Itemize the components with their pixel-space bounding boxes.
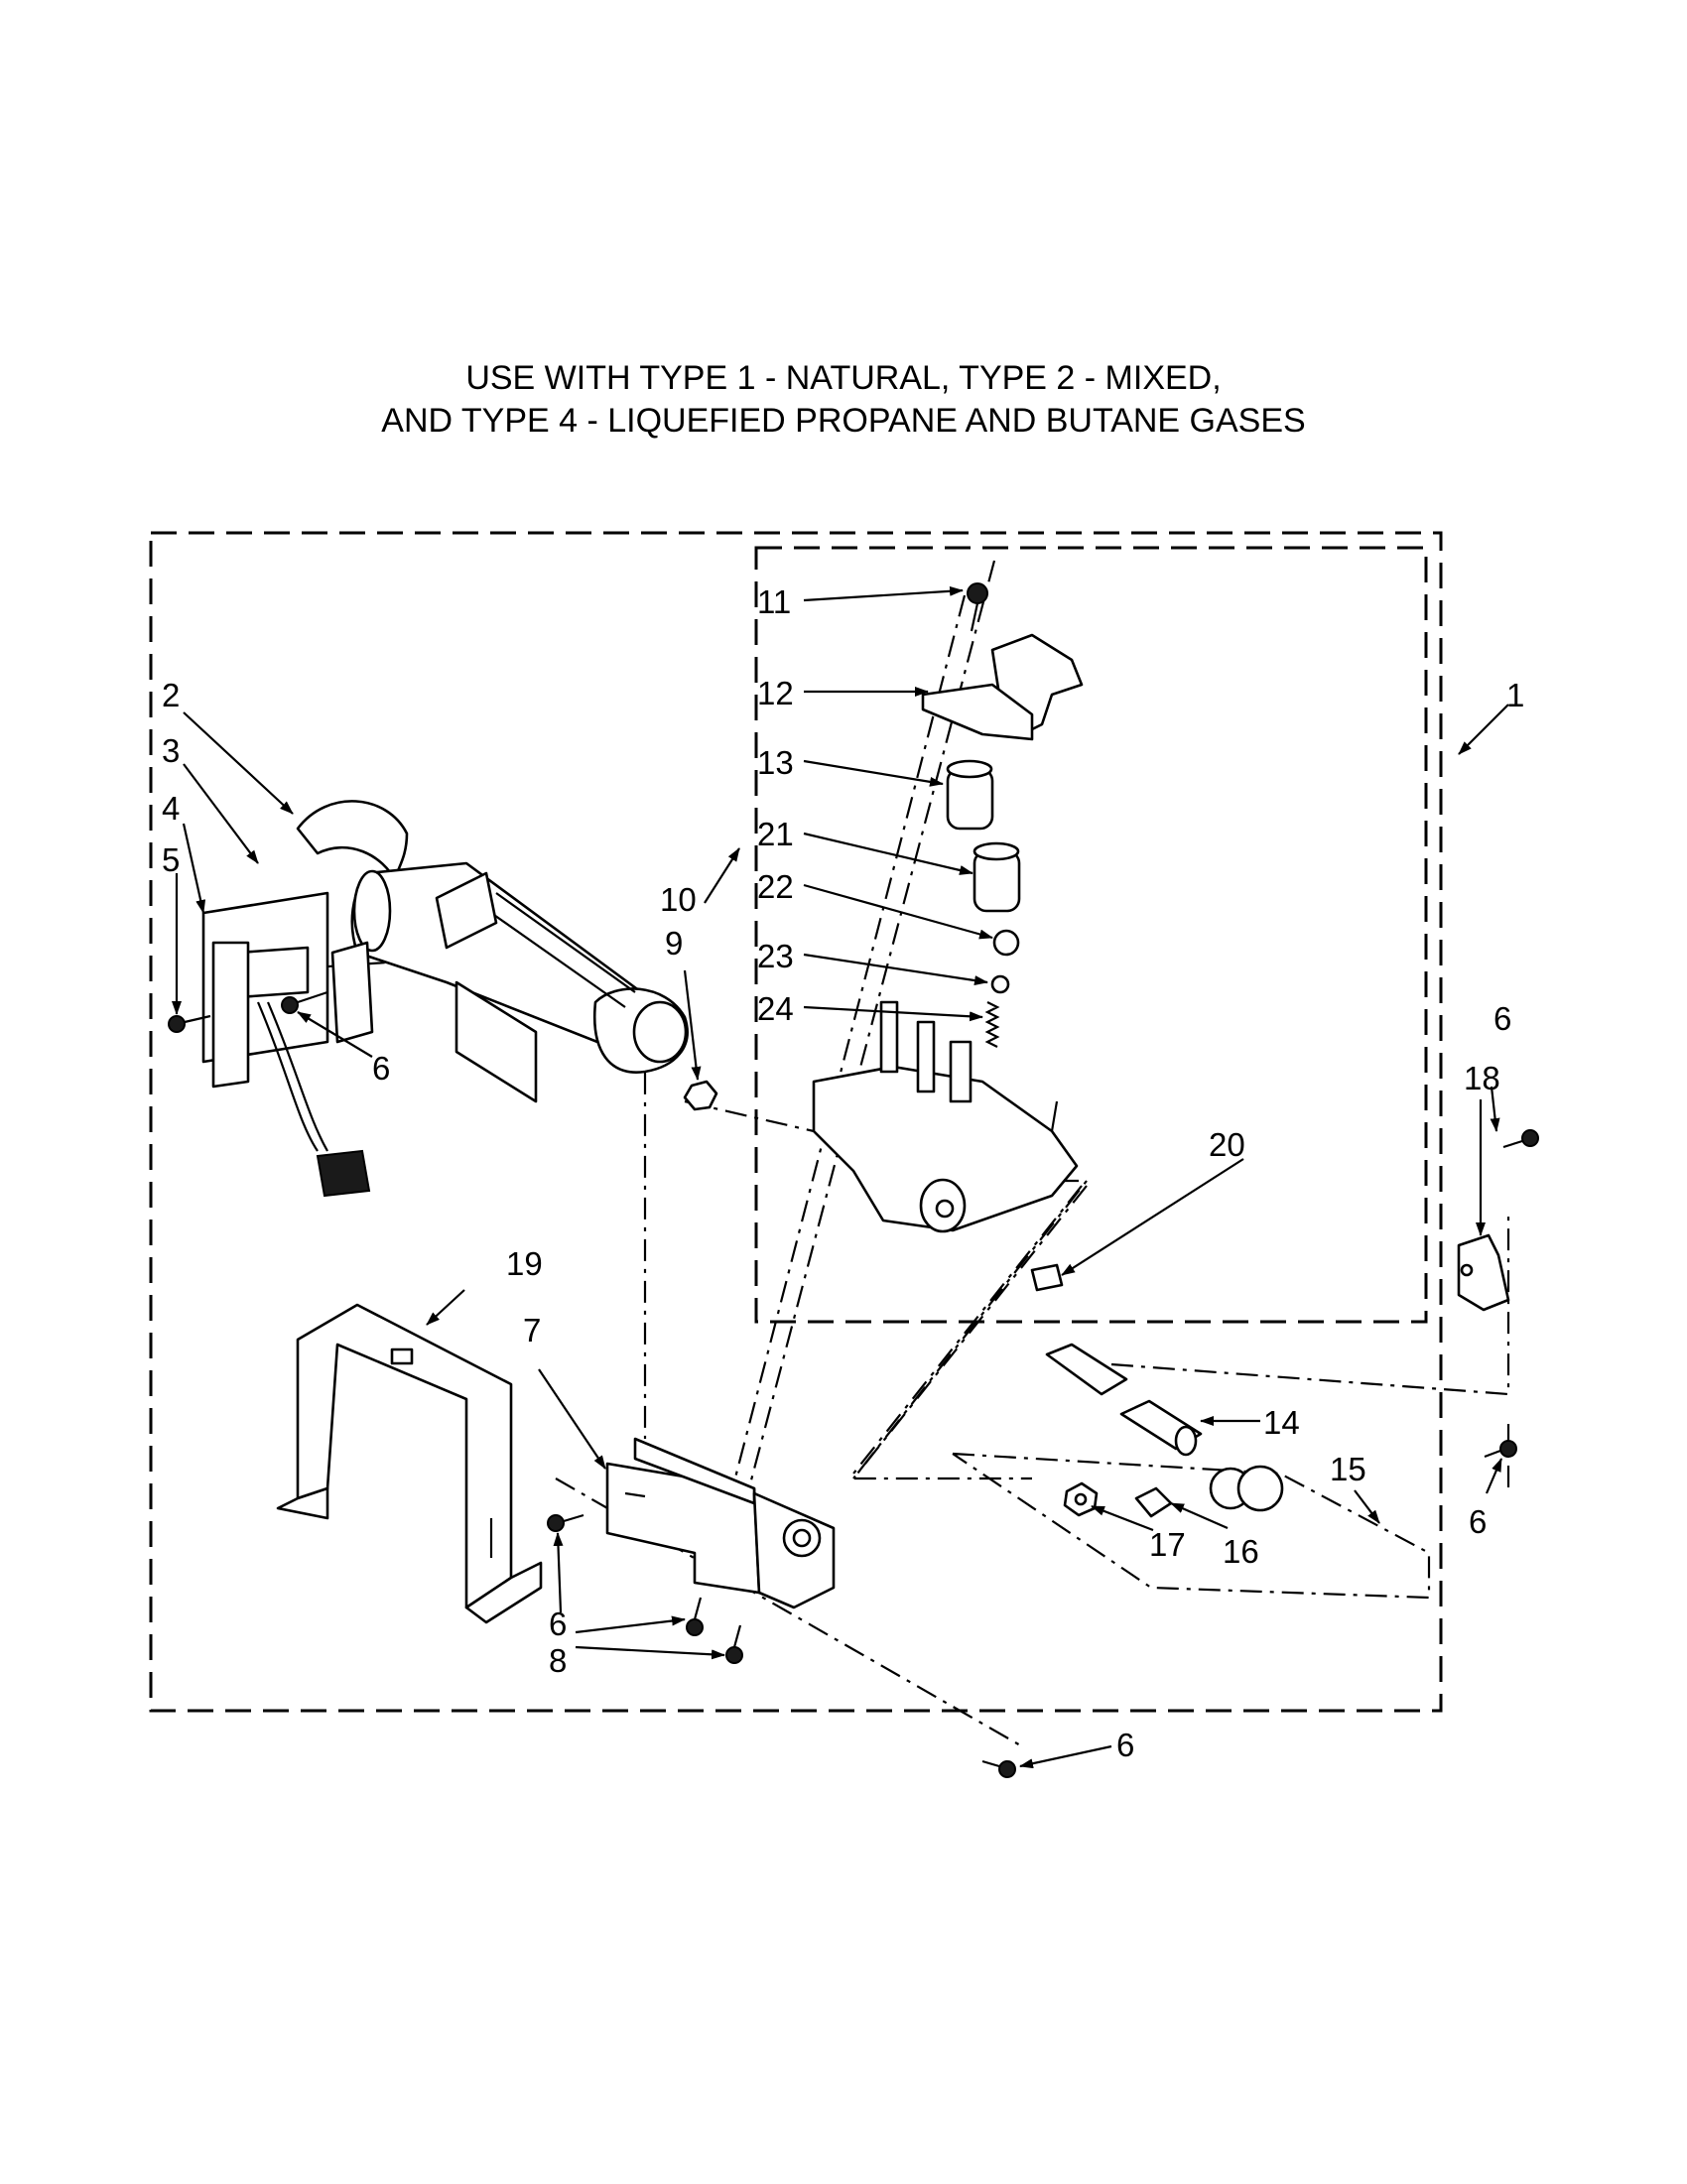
callout-12: 12 <box>757 675 794 711</box>
valve-support-part-7 <box>605 1437 836 1609</box>
callout-13: 13 <box>757 744 794 781</box>
burner-tube <box>296 800 689 1103</box>
callout-9: 9 <box>665 925 683 962</box>
callout-6-bottom: 6 <box>1116 1727 1134 1763</box>
callout-11: 11 <box>757 583 791 620</box>
pipe-nipple-part-14 <box>1045 1343 1203 1457</box>
diagram-title-line-1: USE WITH TYPE 1 - NATURAL, TYPE 2 - MIXE… <box>465 359 1222 397</box>
fitting-part-16 <box>1134 1486 1173 1518</box>
callout-21: 21 <box>757 816 794 852</box>
screw-part-11 <box>967 582 988 632</box>
assembly-outer-boundary <box>149 531 1443 1713</box>
pipe-elbow-part-15 <box>1209 1465 1284 1512</box>
valve-subassembly-boundary <box>754 546 1428 1324</box>
diagram-title-line-2: AND TYPE 4 - LIQUEFIED PROPANE AND BUTAN… <box>381 402 1306 440</box>
nut-part-17 <box>1063 1481 1099 1517</box>
callout-4: 4 <box>162 790 180 827</box>
callout-5: 5 <box>162 841 180 878</box>
callout-24: 24 <box>757 990 794 1027</box>
sensor-part-20 <box>1030 1263 1064 1292</box>
mounting-bracket-part-19 <box>276 1303 543 1624</box>
pipe-clip-part-18 <box>1457 1233 1510 1312</box>
plunger-part-23 <box>990 974 1010 994</box>
callout-16: 16 <box>1223 1533 1259 1570</box>
valve-coil-part-21 <box>973 841 1021 913</box>
callout-6-right-bottom: 6 <box>1469 1503 1487 1540</box>
screw-part-6-bracket <box>547 1513 584 1532</box>
callout-3: 3 <box>162 732 180 769</box>
callout-2: 2 <box>162 677 180 713</box>
callout-8: 8 <box>549 1642 567 1679</box>
callout-10: 10 <box>660 881 697 918</box>
plunger-part-22 <box>992 929 1020 957</box>
screw-part-8-a <box>686 1597 704 1636</box>
screw-part-6-igniter <box>281 990 328 1014</box>
igniter-bracket <box>201 891 374 1198</box>
callout-18: 18 <box>1464 1060 1500 1096</box>
callout-17: 17 <box>1149 1526 1186 1563</box>
callout-22: 22 <box>757 868 794 905</box>
callout-leaders <box>172 585 1509 1769</box>
callout-6-bracket: 6 <box>549 1606 567 1642</box>
callout-15: 15 <box>1330 1451 1366 1487</box>
callout-6-igniter: 6 <box>372 1050 390 1087</box>
callout-19: 19 <box>506 1245 543 1282</box>
callout-7: 7 <box>523 1312 541 1349</box>
callout-20: 20 <box>1209 1126 1245 1163</box>
callout-6-right-top: 6 <box>1493 1000 1511 1037</box>
callout-14: 14 <box>1263 1404 1300 1441</box>
spring-part-24 <box>984 1001 1000 1048</box>
valve-bracket-part-12 <box>921 633 1084 741</box>
screw-part-6-bottom <box>981 1759 1016 1778</box>
orifice-nut-part-9 <box>683 1080 718 1111</box>
valve-coil-part-13 <box>946 759 994 831</box>
screw-part-8-b <box>725 1624 743 1664</box>
callout-23: 23 <box>757 938 794 974</box>
callout-1: 1 <box>1506 677 1524 713</box>
screw-part-6-right-bottom <box>1484 1440 1517 1459</box>
gas-valve-body-part-10 <box>812 1000 1079 1233</box>
screw-part-6-right-top <box>1502 1129 1539 1149</box>
screw-part-5 <box>168 1014 211 1033</box>
